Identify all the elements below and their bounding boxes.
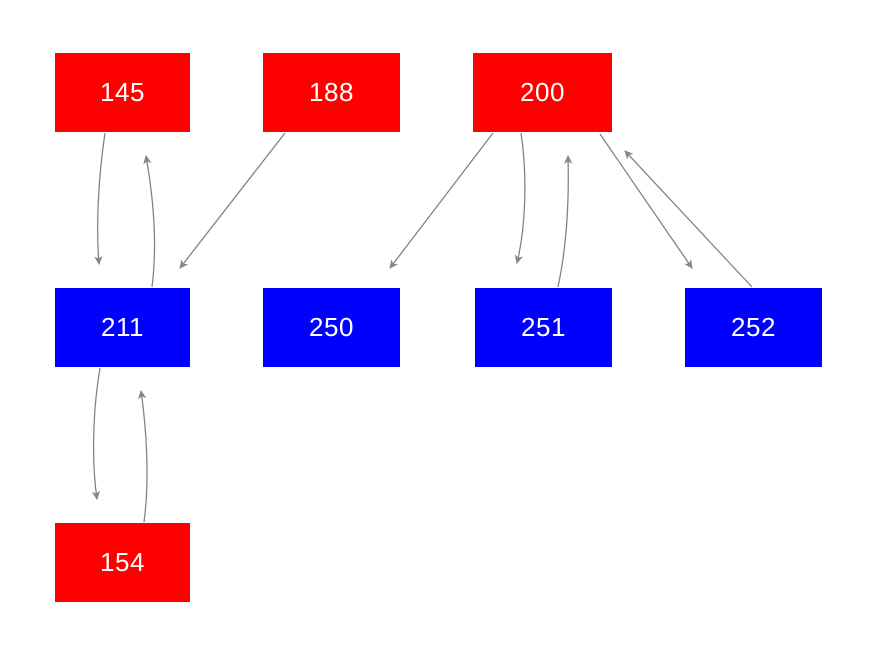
edge-251-to-200 bbox=[557, 154, 573, 288]
edge-211-to-145 bbox=[143, 154, 156, 288]
graph-node-200[interactable]: 200 bbox=[473, 53, 612, 132]
node-label-145: 145 bbox=[100, 76, 145, 107]
graph-node-188[interactable]: 188 bbox=[263, 53, 400, 132]
edge-154-to-211 bbox=[137, 389, 148, 523]
edge-188-to-211 bbox=[179, 132, 286, 269]
graph-node-252[interactable]: 252 bbox=[685, 288, 822, 367]
node-label-250: 250 bbox=[309, 311, 354, 342]
edge-200-to-251 bbox=[514, 132, 526, 265]
edge-145-to-211 bbox=[94, 132, 106, 266]
graph-node-154[interactable]: 154 bbox=[55, 523, 190, 602]
edge-211-to-154 bbox=[91, 367, 101, 501]
node-label-211: 211 bbox=[101, 311, 144, 342]
edge-252-to-200 bbox=[624, 150, 753, 288]
edge-200-to-252 bbox=[599, 133, 693, 269]
node-label-188: 188 bbox=[309, 76, 354, 107]
node-label-251: 251 bbox=[521, 311, 566, 342]
edge-200-to-250 bbox=[389, 132, 494, 269]
graph-node-250[interactable]: 250 bbox=[263, 288, 400, 367]
node-label-154: 154 bbox=[100, 546, 145, 577]
node-label-252: 252 bbox=[731, 311, 776, 342]
graph-node-211[interactable]: 211 bbox=[55, 288, 190, 367]
graph-node-251[interactable]: 251 bbox=[475, 288, 612, 367]
graph-node-145[interactable]: 145 bbox=[55, 53, 190, 132]
node-label-200: 200 bbox=[520, 76, 565, 107]
